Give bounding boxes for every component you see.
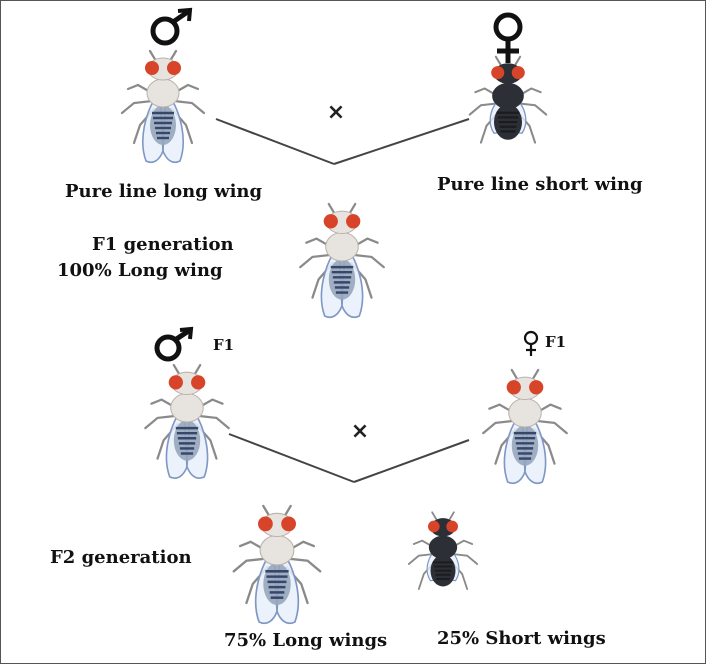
- fly-f1-male: [131, 361, 243, 483]
- fly-f2-short-wing: [389, 509, 497, 609]
- f1-male-tag: F1: [213, 334, 234, 356]
- fly-f1-offspring: [286, 199, 398, 323]
- parent-cross-sign: ×: [327, 100, 345, 125]
- f1-cross-line-right: [354, 440, 469, 482]
- parent-female-label: Pure line short wing: [437, 174, 643, 196]
- f2-generation-title: F2 generation: [50, 547, 192, 569]
- fly-f2-long-wing: [219, 501, 335, 629]
- f1-female-tag: F1: [545, 331, 566, 353]
- male-symbol: [147, 7, 199, 52]
- parent-cross-line-right: [334, 119, 469, 164]
- f2-long-wing-ratio: 75% Long wings: [224, 630, 387, 652]
- f1-ratio: 100% Long wing: [57, 260, 223, 282]
- fly-f1-female: [469, 364, 581, 490]
- f1-cross-sign: ×: [351, 419, 369, 444]
- f1-generation-title: F1 generation: [92, 234, 234, 256]
- f2-short-wing-ratio: 25% Short wings: [437, 628, 606, 650]
- parent-male-label: Pure line long wing: [65, 181, 262, 203]
- female-symbol-f1: [521, 330, 541, 363]
- f1-cross-line-left: [229, 434, 354, 482]
- parent-cross-line-left: [216, 119, 334, 164]
- fly-parent-short-wing-female: [453, 53, 563, 165]
- fly-parent-long-wing-male: [108, 47, 218, 167]
